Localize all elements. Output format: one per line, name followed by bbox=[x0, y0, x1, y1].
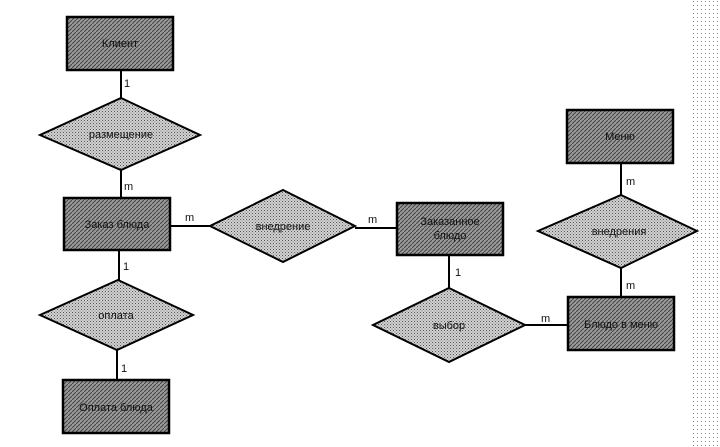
relationship-label: оплата bbox=[98, 310, 134, 322]
relationship-paying[interactable]: оплата bbox=[37, 278, 196, 352]
entity-client[interactable]: Клиент bbox=[65, 15, 175, 72]
cardinality-labels: 1 m m m 1 m m m 1 1 bbox=[121, 78, 635, 375]
cardinality: m bbox=[626, 280, 635, 292]
cardinality: m bbox=[541, 313, 550, 325]
entity-payment[interactable]: Оплата блюда bbox=[61, 378, 171, 435]
cardinality: 1 bbox=[124, 78, 130, 90]
cardinality: m bbox=[185, 212, 194, 224]
relationship-label: внедрение bbox=[256, 221, 311, 233]
entity-label: Клиент bbox=[102, 38, 138, 50]
cardinality: m bbox=[626, 176, 635, 188]
relationship-label: выбор bbox=[433, 320, 465, 332]
cardinality: m bbox=[368, 214, 377, 226]
relationship-label: внедрения bbox=[592, 226, 647, 238]
entity-label: блюдо bbox=[434, 230, 467, 242]
relationship-label: размещение bbox=[89, 129, 153, 141]
entity-menu[interactable]: Меню bbox=[565, 108, 675, 165]
connectors bbox=[116, 70, 622, 380]
cardinality: 1 bbox=[455, 267, 461, 279]
relationship-choice[interactable]: выбор bbox=[370, 286, 528, 364]
relationship-introduction[interactable]: внедрение bbox=[207, 188, 358, 264]
entity-label: Меню bbox=[605, 131, 635, 143]
entity-menu-dish[interactable]: Блюдо в меню bbox=[566, 295, 676, 352]
entity-label: Блюдо в меню bbox=[584, 319, 658, 331]
relationship-introductions[interactable]: внедрения bbox=[535, 193, 700, 270]
cardinality: 1 bbox=[121, 363, 127, 375]
entity-ordered-dish[interactable]: Заказанное блюдо bbox=[395, 201, 505, 257]
entity-label: Заказанное bbox=[420, 216, 479, 228]
relationship-placement[interactable]: размещение bbox=[37, 96, 203, 172]
entity-order[interactable]: Заказ блюда bbox=[62, 196, 172, 252]
scan-edge-texture bbox=[690, 0, 720, 447]
cardinality: m bbox=[124, 181, 133, 193]
cardinality: 1 bbox=[123, 261, 129, 273]
entity-label: Оплата блюда bbox=[79, 402, 154, 414]
entity-label: Заказ блюда bbox=[85, 219, 151, 231]
